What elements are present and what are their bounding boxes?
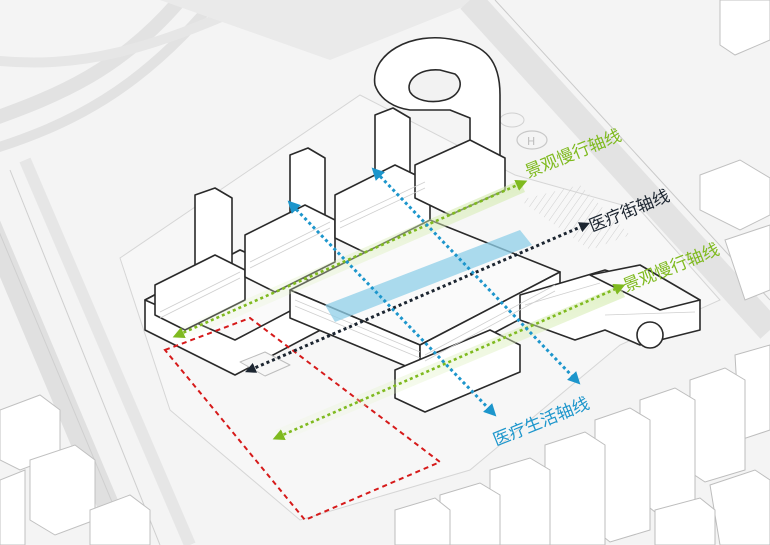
site-boundary-line <box>163 316 442 522</box>
highway-diagonal <box>19 157 196 545</box>
medical-life-axis-2 <box>371 167 581 385</box>
road-edge <box>494 0 770 301</box>
medical-life-axis-line <box>371 167 581 385</box>
context-buildings-ne <box>699 0 770 301</box>
horseshoe-ward <box>373 36 501 176</box>
highway-diagonal <box>0 220 136 545</box>
horseshoe-inner <box>408 69 461 103</box>
dome <box>636 321 664 349</box>
road-edge <box>0 232 131 545</box>
east-wing-arm <box>589 264 701 311</box>
svg-text:H: H <box>527 135 535 148</box>
road-edge <box>9 169 161 545</box>
road-top <box>160 0 480 60</box>
highway-ramp <box>0 0 186 124</box>
context-buildings-sw <box>0 394 151 545</box>
context-buildings-se <box>394 344 770 545</box>
road-upper-right <box>460 0 770 339</box>
